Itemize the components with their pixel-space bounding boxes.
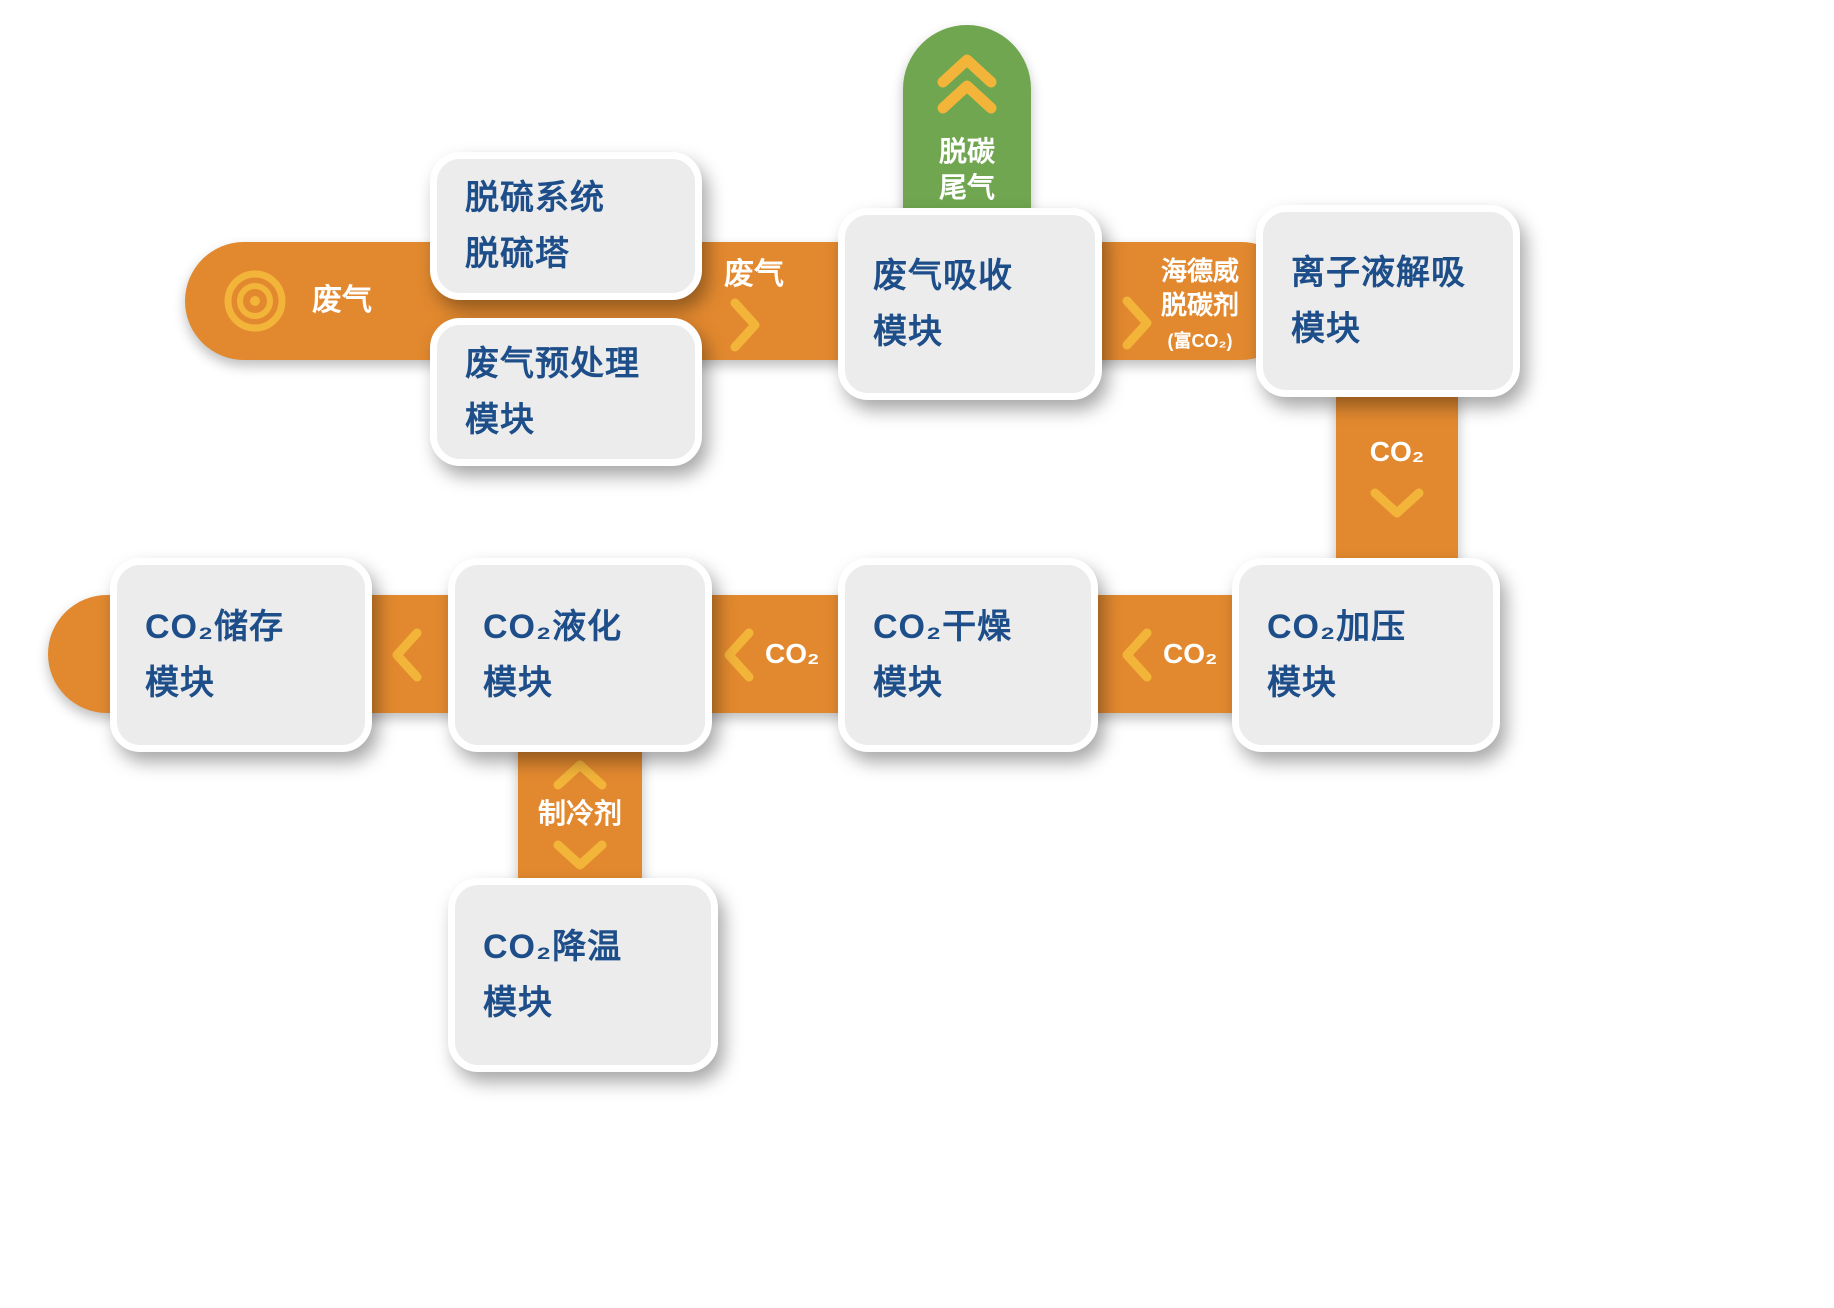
chevron-left-icon (392, 628, 422, 682)
node-desorption-line2: 模块 (1291, 310, 1361, 348)
chevron-left-icon (724, 628, 754, 682)
double-chevron-up-icon (935, 52, 999, 114)
node-drying-line1: CO₂干燥 (873, 608, 1013, 646)
node-absorption-line1: 废气吸收 (873, 257, 1013, 295)
node-pretreatment-line2: 模块 (465, 401, 535, 439)
waste-gas-label: 废气 (724, 258, 784, 291)
co2-down-label: CO₂ (1369, 436, 1425, 467)
node-desulfurization-line1: 脱硫系统 (465, 179, 605, 217)
node-cooling-line2: 模块 (483, 984, 553, 1022)
chevron-right-icon (1122, 296, 1152, 350)
node-liquefaction-line2: 模块 (483, 664, 553, 702)
node-desorption-line1: 离子液解吸 (1291, 254, 1466, 292)
chevron-right-icon (730, 298, 760, 352)
source-target-icon (222, 268, 288, 334)
co2-left-label-2: CO₂ (765, 638, 820, 669)
chevron-down-icon (1370, 488, 1424, 518)
node-liquefaction: CO₂液化 模块 (448, 558, 712, 752)
node-desulfurization-line2: 脱硫塔 (465, 235, 570, 273)
node-pressurization: CO₂加压 模块 (1232, 558, 1500, 752)
chevron-up-icon (553, 760, 607, 790)
node-absorption-line2: 模块 (873, 313, 943, 351)
tail-gas-label-line2: 尾气 (938, 172, 995, 203)
node-cooling-line1: CO₂降温 (483, 928, 623, 966)
node-pretreatment: 废气预处理 模块 (430, 318, 702, 466)
refrigerant-label: 制冷剂 (537, 798, 622, 829)
node-liquefaction-line1: CO₂液化 (483, 608, 623, 646)
node-pressurization-line1: CO₂加压 (1267, 608, 1407, 646)
chevron-down-icon (553, 840, 607, 870)
node-desulfurization: 脱硫系统 脱硫塔 (430, 152, 702, 300)
co2-left-label-1: CO₂ (1163, 638, 1218, 669)
node-drying: CO₂干燥 模块 (838, 558, 1098, 752)
tail-gas-label-line1: 脱碳 (938, 136, 995, 167)
agent-label-line2: 脱碳剂 (1160, 290, 1239, 320)
chevron-left-icon (1122, 628, 1152, 682)
node-desorption: 离子液解吸 模块 (1256, 205, 1520, 397)
node-cooling: CO₂降温 模块 (448, 878, 718, 1072)
node-pretreatment-line1: 废气预处理 (465, 345, 640, 383)
source-label: 废气 (312, 284, 372, 317)
node-absorption: 废气吸收 模块 (838, 208, 1102, 400)
agent-label-line1: 海德威 (1160, 256, 1239, 286)
node-pressurization-line2: 模块 (1267, 664, 1337, 702)
agent-label-line3: (富CO₂) (1167, 331, 1233, 351)
node-storage: CO₂储存 模块 (110, 558, 372, 752)
node-storage-line2: 模块 (145, 664, 215, 702)
node-drying-line2: 模块 (873, 664, 943, 702)
node-storage-line1: CO₂储存 (145, 608, 285, 646)
